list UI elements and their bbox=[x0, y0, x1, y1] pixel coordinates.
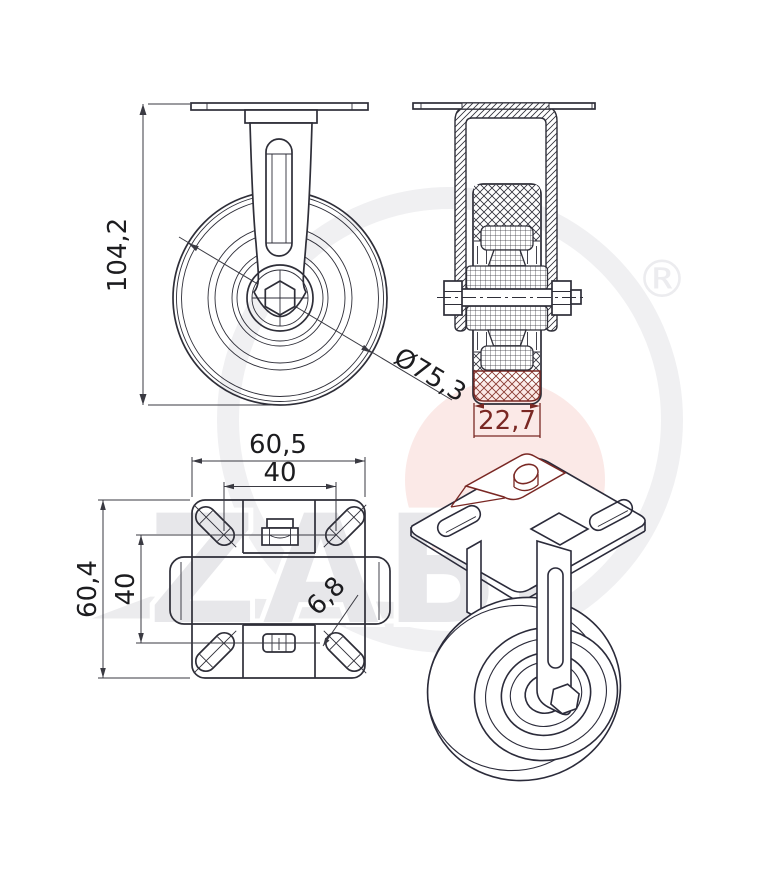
dim-plate-width-label: 60,5 bbox=[249, 430, 307, 460]
mounting-plate-front bbox=[190, 102, 369, 124]
dim-hole-spacing-x-label: 40 bbox=[263, 458, 296, 488]
dim-plate-width: 60,5 bbox=[191, 430, 366, 497]
iso-fork-top-tab bbox=[529, 512, 590, 546]
top-view: 60,5 40 60,4 40 bbox=[73, 430, 391, 679]
axle-bolt-section bbox=[437, 280, 584, 316]
dim-hole-spacing-y-label: 40 bbox=[111, 572, 141, 605]
fork-slot-front bbox=[265, 138, 293, 257]
dim-plate-depth-label: 60,4 bbox=[73, 560, 103, 618]
isometric-view bbox=[410, 453, 646, 782]
front-view: Ø75,3 104,2 bbox=[103, 102, 471, 408]
mounting-plate-section bbox=[412, 102, 596, 110]
iso-fork-leg-back bbox=[466, 539, 482, 622]
dim-diameter-label: Ø75,3 bbox=[388, 342, 471, 408]
dim-height-label: 104,2 bbox=[103, 218, 133, 292]
wheel-top bbox=[169, 556, 391, 625]
dim-hole-spacing-width: 40 bbox=[223, 458, 337, 531]
dim-wheel-width: 22,7 bbox=[473, 403, 541, 438]
iso-slot-right bbox=[588, 498, 634, 532]
fork-top bbox=[242, 500, 316, 678]
iso-slot-left bbox=[436, 504, 482, 538]
king-nut-top bbox=[261, 518, 299, 546]
dim-overall-height: 104,2 bbox=[103, 103, 288, 406]
mounting-plate-top bbox=[191, 499, 366, 679]
iso-plate-corner-red bbox=[450, 453, 567, 508]
dim-wheel-width-label: 22,7 bbox=[478, 406, 536, 436]
registered-mark: ® bbox=[636, 250, 688, 310]
iso-fork-slot bbox=[547, 567, 564, 669]
slot-hole-bottom-right bbox=[323, 630, 367, 674]
slot-hole-bottom-left bbox=[193, 630, 237, 674]
tread-highlight-red bbox=[473, 370, 541, 402]
dim-hole-spacing-depth: 40 bbox=[111, 534, 336, 644]
iso-axle-bolt bbox=[550, 683, 580, 715]
hub-section bbox=[465, 225, 549, 371]
dim-plate-depth: 60,4 bbox=[73, 499, 190, 679]
slot-hole-top-right bbox=[323, 504, 367, 548]
hub-boss-outer bbox=[246, 264, 314, 332]
section-view: 22,7 bbox=[412, 102, 596, 438]
